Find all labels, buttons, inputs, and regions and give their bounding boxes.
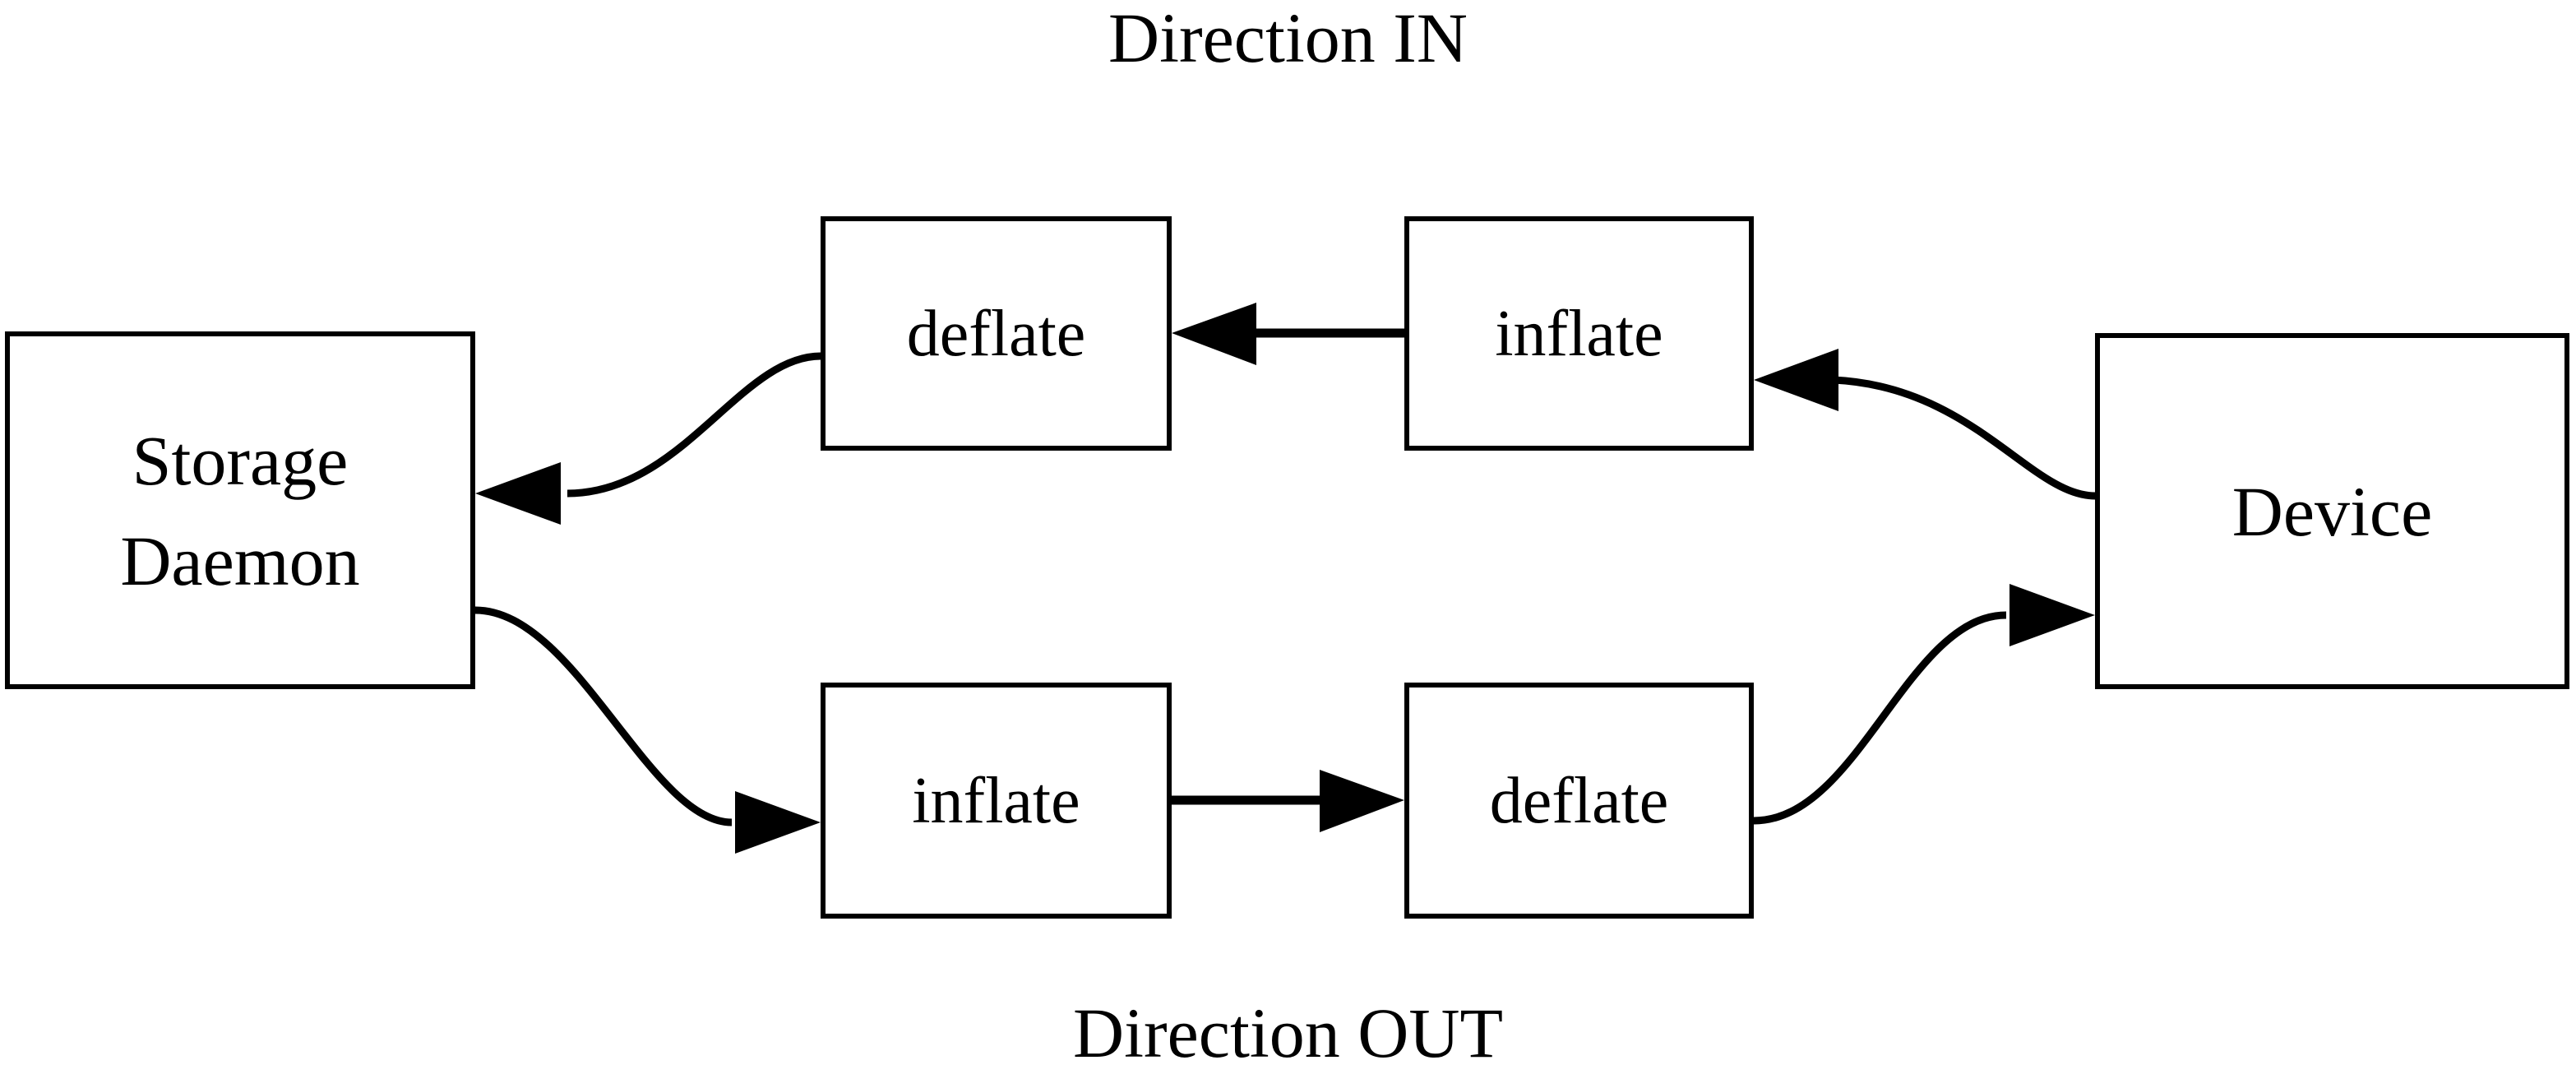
- edge-deflate-in-to-storage-daemon: [475, 352, 821, 525]
- edge-storage-daemon-to-inflate-out: [474, 606, 821, 854]
- node-device-label: Device: [2231, 471, 2433, 551]
- node-inflate-in[interactable]: inflate: [1404, 216, 1754, 451]
- node-deflate-in-label: deflate: [906, 297, 1086, 370]
- node-deflate-out[interactable]: deflate: [1404, 683, 1754, 919]
- edge-inflate-in-to-deflate-in: [1172, 303, 1404, 365]
- edge-deflate-out-to-device: [1753, 584, 2095, 825]
- edge-device-to-inflate-in: [1754, 349, 2096, 500]
- node-inflate-out-label: inflate: [912, 764, 1080, 837]
- node-storage-daemon-label-line1: Storage: [132, 420, 349, 500]
- edge-inflate-out-to-deflate-out: [1172, 770, 1404, 832]
- node-inflate-out[interactable]: inflate: [821, 683, 1172, 919]
- node-deflate-out-label: deflate: [1489, 764, 1669, 837]
- node-storage-daemon[interactable]: Storage Daemon: [5, 331, 475, 689]
- node-deflate-in[interactable]: deflate: [821, 216, 1172, 451]
- direction-out-label: Direction OUT: [1072, 993, 1503, 1072]
- node-inflate-in-label: inflate: [1495, 297, 1663, 370]
- node-device[interactable]: Device: [2095, 333, 2569, 689]
- direction-in-label: Direction IN: [1108, 0, 1468, 77]
- node-storage-daemon-label-line2: Daemon: [120, 521, 360, 600]
